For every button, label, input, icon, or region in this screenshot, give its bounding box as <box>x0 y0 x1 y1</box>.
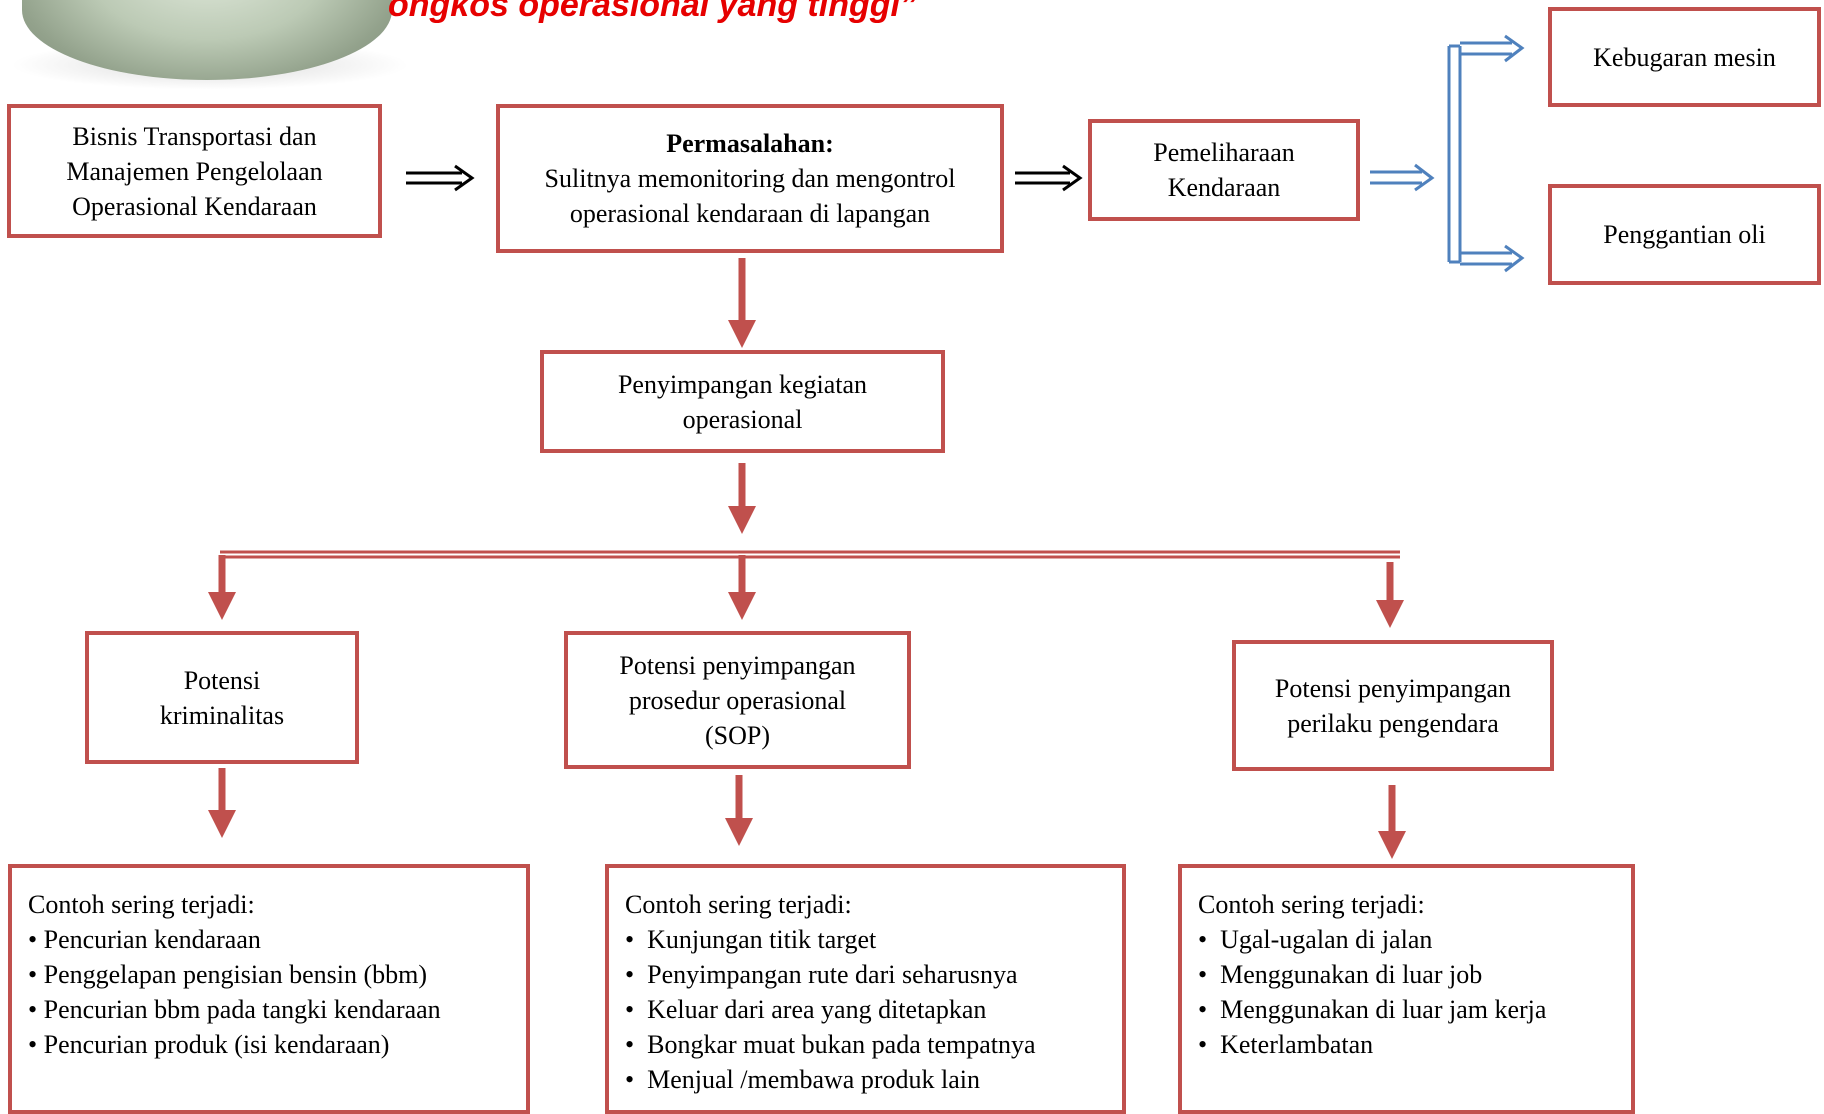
list-item-text: Ugal-ugalan di jalan <box>1220 925 1433 954</box>
bisnis-line-1: Bisnis Transportasi dan <box>72 121 317 151</box>
headline-text: ongkos operasional yang tinggi” <box>388 0 917 24</box>
list-item-text: Pencurian produk (isi kendaraan) <box>43 1030 390 1059</box>
list-item-text: Pencurian kendaraan <box>43 925 261 954</box>
kebugaran-label: Kebugaran mesin <box>1593 42 1776 72</box>
bullet-icon: • <box>625 960 635 989</box>
kriminalitas-line-2: kriminalitas <box>159 700 285 730</box>
box-permasalahan: Permasalahan: Sulitnya memonitoring dan … <box>496 104 1004 253</box>
list-item: • Kunjungan titik target <box>625 922 1122 957</box>
sop-line-3: (SOP) <box>704 720 770 750</box>
examples-perilaku-list: • Ugal-ugalan di jalan • Menggunakan di … <box>1198 922 1631 1062</box>
examples-sop-title: Contoh sering terjadi: <box>625 890 852 919</box>
examples-sop: Contoh sering terjadi: • Kunjungan titik… <box>605 864 1126 1114</box>
perilaku-line-2: perilaku pengendara <box>1287 708 1499 738</box>
pemeliharaan-line-2: Kendaraan <box>1167 173 1281 202</box>
bullet-icon: • <box>1198 925 1208 954</box>
permasalahan-line-2: operasional kendaraan di lapangan <box>569 199 931 228</box>
list-item-text: Menggunakan di luar job <box>1220 960 1483 989</box>
box-pemeliharaan: Pemeliharaan Kendaraan <box>1088 119 1360 221</box>
examples-sop-list: • Kunjungan titik target • Penyimpangan … <box>625 922 1122 1097</box>
pemeliharaan-line-1: Pemeliharaan <box>1153 138 1295 167</box>
list-item-text: Keterlambatan <box>1220 1030 1374 1059</box>
kriminalitas-line-1: Potensi <box>183 665 261 695</box>
penyimpangan-line-2: operasional <box>682 404 803 434</box>
box-penggantian-oli: Penggantian oli <box>1548 184 1821 285</box>
arrow-branch-to-oli <box>1460 244 1525 273</box>
list-item: • Pencurian bbm pada tangki kendaraan <box>28 992 526 1027</box>
list-item: • Pencurian kendaraan <box>28 922 526 957</box>
bullet-icon: • <box>28 1030 38 1059</box>
branch-connector-blue <box>1447 44 1462 264</box>
permasalahan-line-1: Sulitnya memonitoring dan mengontrol <box>544 164 956 193</box>
permasalahan-title: Permasalahan: <box>666 129 834 158</box>
list-item: • Keluar dari area yang ditetapkan <box>625 992 1122 1027</box>
arrow-branch-to-kebugaran <box>1460 34 1525 63</box>
bullet-icon: • <box>625 1065 635 1094</box>
list-item: • Penyimpangan rute dari seharusnya <box>625 957 1122 992</box>
box-kebugaran-mesin: Kebugaran mesin <box>1548 7 1821 107</box>
perilaku-line-1: Potensi penyimpangan <box>1274 673 1512 703</box>
arrow-pemeliharaan-to-branch <box>1370 163 1435 192</box>
arrow-permasalahan-to-pemeliharaan <box>1015 164 1083 192</box>
oli-label: Penggantian oli <box>1603 220 1766 249</box>
list-item-text: Kunjungan titik target <box>647 925 877 954</box>
list-item: • Ugal-ugalan di jalan <box>1198 922 1631 957</box>
list-item: • Keterlambatan <box>1198 1027 1631 1062</box>
bullet-icon: • <box>1198 995 1208 1024</box>
box-potensi-sop: Potensi penyimpangan prosedur operasiona… <box>564 631 911 769</box>
bullet-icon: • <box>1198 960 1208 989</box>
bullet-icon: • <box>1198 1030 1208 1059</box>
bullet-icon: • <box>625 1030 635 1059</box>
examples-perilaku: Contoh sering terjadi: • Ugal-ugalan di … <box>1178 864 1635 1114</box>
list-item: • Menggunakan di luar jam kerja <box>1198 992 1631 1027</box>
sop-line-2: prosedur operasional <box>628 685 847 715</box>
bisnis-line-3: Operasional Kendaraan <box>72 191 317 221</box>
list-item-text: Keluar dari area yang ditetapkan <box>647 995 987 1024</box>
list-item: • Menggunakan di luar job <box>1198 957 1631 992</box>
list-item-text: Penyimpangan rute dari seharusnya <box>647 960 1018 989</box>
bullet-icon: • <box>625 995 635 1024</box>
list-item-text: Menjual /membawa produk lain <box>647 1065 980 1094</box>
box-potensi-kriminalitas: Potensi kriminalitas <box>85 631 359 764</box>
list-item: • Bongkar muat bukan pada tempatnya <box>625 1027 1122 1062</box>
box-penyimpangan-kegiatan: Penyimpangan kegiatan operasional <box>540 350 945 453</box>
list-item: • Penggelapan pengisian bensin (bbm) <box>28 957 526 992</box>
examples-kriminalitas: Contoh sering terjadi: • Pencurian kenda… <box>8 864 530 1114</box>
list-item-text: Penggelapan pengisian bensin (bbm) <box>43 960 428 989</box>
bullet-icon: • <box>28 995 38 1024</box>
bisnis-line-2: Manajemen Pengelolaan <box>66 156 323 186</box>
bullet-icon: • <box>625 925 635 954</box>
examples-kriminalitas-list: • Pencurian kendaraan • Penggelapan peng… <box>28 922 526 1062</box>
bullet-icon: • <box>28 960 38 989</box>
box-potensi-perilaku: Potensi penyimpangan perilaku pengendara <box>1232 640 1554 771</box>
list-item-text: Menggunakan di luar jam kerja <box>1220 995 1547 1024</box>
penyimpangan-line-1: Penyimpangan kegiatan <box>617 369 868 399</box>
examples-perilaku-title: Contoh sering terjadi: <box>1198 890 1425 919</box>
bullet-icon: • <box>28 925 38 954</box>
list-item: • Pencurian produk (isi kendaraan) <box>28 1027 526 1062</box>
sop-line-1: Potensi penyimpangan <box>619 650 856 680</box>
list-item-text: Bongkar muat bukan pada tempatnya <box>647 1030 1036 1059</box>
branch-bar-red <box>220 550 1400 559</box>
box-bisnis-transportasi: Bisnis Transportasi dan Manajemen Pengel… <box>7 104 382 238</box>
examples-kriminalitas-title: Contoh sering terjadi: <box>28 890 255 919</box>
arrow-bisnis-to-permasalahan <box>406 164 475 192</box>
list-item-text: Pencurian bbm pada tangki kendaraan <box>43 995 441 1024</box>
list-item: • Menjual /membawa produk lain <box>625 1062 1122 1097</box>
